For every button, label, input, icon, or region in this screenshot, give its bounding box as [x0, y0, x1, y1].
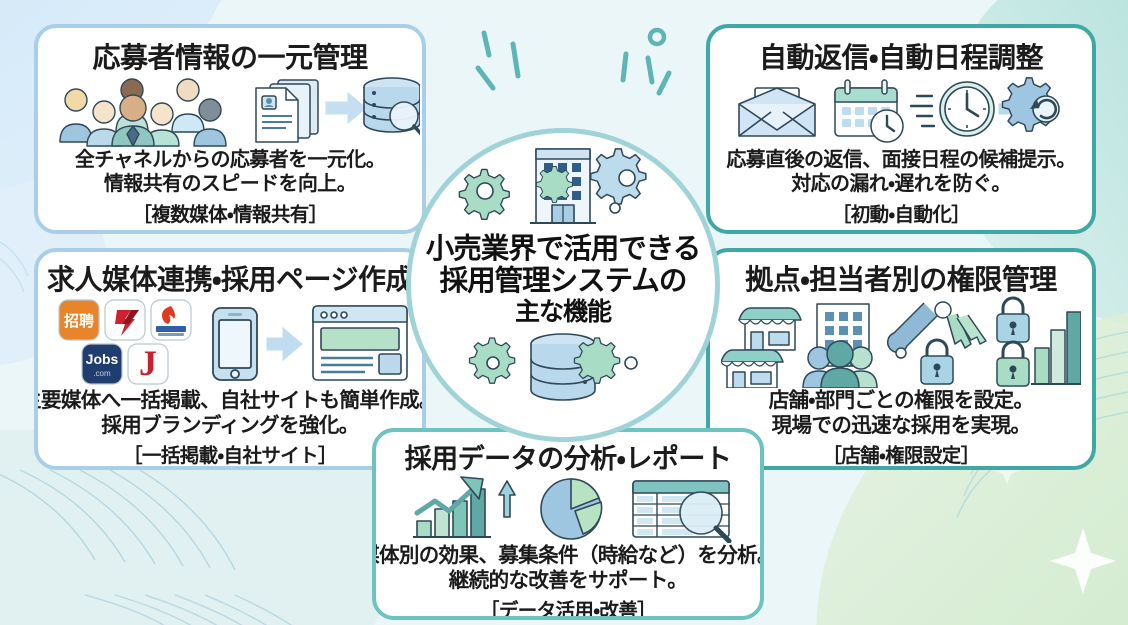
- center-title: 小売業界で活用できる 採用管理システムの 主な機能: [425, 233, 701, 326]
- card-applicants-title: 応募者情報の一元管理: [92, 42, 368, 73]
- card-media-integration-body-line2: 採用ブランディングを強化。: [101, 414, 359, 437]
- people-group-icon: [59, 78, 227, 147]
- card-permissions-icons: [710, 296, 1092, 388]
- card-media-integration-body: 主要媒体へ一括掲載、自社サイトも簡単作成。 採用ブランディングを強化。: [34, 388, 426, 438]
- card-auto-reply-icons: [710, 74, 1092, 148]
- arrow-right-icon: [266, 326, 303, 362]
- store-icon: [721, 349, 784, 388]
- calendar-clock-icon: [834, 79, 904, 143]
- card-media-integration-tag: ［一括掲載・自社サイト］: [123, 445, 338, 467]
- lock-icon: [996, 296, 1030, 343]
- circle-accent-icon: [647, 27, 667, 47]
- arrow-right-icon: [325, 91, 367, 125]
- people-icon: [802, 340, 878, 388]
- card-permissions-body: 店舗・部門ごとの権限を設定。 現場での迅速な採用を実現。: [769, 388, 1034, 438]
- center-title-line3: 主な機能: [514, 297, 612, 326]
- envelope-icon: [738, 87, 816, 137]
- store-icon: [738, 307, 802, 351]
- logo-label-0: 招聘: [64, 312, 94, 330]
- card-applicants-body: 全チャネルからの応募者を一元化。 情報共有のスピードを向上。: [74, 148, 386, 197]
- card-permissions-body-line2: 現場での迅速な採用を実現。: [771, 414, 1031, 437]
- sparkle-icon: [1050, 528, 1116, 594]
- gear-icon: [589, 148, 647, 205]
- card-report-tag: ［データ活用・改善］: [479, 600, 657, 620]
- card-auto-reply-body: 応募直後の返信、面接日程の候補提示。 対応の漏れ・遅れを防ぐ。: [726, 148, 1076, 197]
- card-media-integration-body-line1: 主要媒体へ一括掲載、自社サイトも簡単作成。: [34, 389, 426, 412]
- card-applicants-icons: [38, 74, 422, 148]
- card-media-integration-icons: 招聘 Jobs .com: [38, 296, 422, 388]
- logo-label-4: J: [139, 343, 157, 383]
- documents-icon: [255, 79, 319, 143]
- center-title-line1: 小売業界で活用できる: [425, 233, 701, 265]
- bar-chart-icon: [1031, 311, 1081, 385]
- card-applicants-body-line2: 情報共有のスピードを向上。: [103, 173, 357, 196]
- webpage-icon: [312, 305, 408, 381]
- card-permissions-body-line1: 店舗・部門ごとの権限を設定。: [768, 389, 1034, 412]
- gear-refresh-icon: [1001, 77, 1060, 132]
- center-top-icons: [448, 145, 678, 234]
- card-applicants-tag: ［複数媒体・情報共有］: [132, 203, 328, 226]
- job-site-logos: 招聘 Jobs .com: [58, 299, 192, 385]
- card-report-body-line2: 継続的な改善をサポート。: [448, 569, 688, 592]
- card-media-integration-title: 求人媒体連携・採用ページ作成: [47, 264, 413, 295]
- smartphone-icon: [212, 307, 258, 381]
- lock-icon: [996, 340, 1030, 387]
- center-bottom-icons: [463, 332, 663, 411]
- card-report-body: 媒体別の効果、募集条件（時給など）を分析。 継続的な改善をサポート。: [372, 543, 764, 593]
- pie-chart-icon: [540, 478, 603, 540]
- card-report-icons: [376, 475, 760, 543]
- card-applicants-body-line1: 全チャネルからの応募者を一元化。: [74, 149, 386, 171]
- card-auto-reply-tag: ［初動・自動化］: [831, 203, 971, 226]
- center-circle[interactable]: 小売業界で活用できる 採用管理システムの 主な機能: [406, 128, 720, 442]
- card-report[interactable]: 採用データの分析・レポート: [372, 428, 764, 620]
- gear-icon: [458, 168, 510, 220]
- fast-clock-icon: [909, 81, 995, 137]
- card-permissions-title: 拠点・担当者別の権限管理: [745, 264, 1057, 295]
- center-title-line2: 採用管理システムの: [439, 264, 688, 297]
- logo-label-3: Jobs: [86, 351, 119, 367]
- card-auto-reply-title: 自動返信・自動日程調整: [758, 42, 1044, 73]
- lock-icon: [920, 338, 954, 385]
- gear-icon: [573, 337, 638, 384]
- card-permissions[interactable]: 拠点・担当者別の権限管理: [706, 248, 1096, 470]
- growth-chart-icon: [413, 476, 516, 538]
- card-report-title: 採用データの分析・レポート: [404, 444, 732, 474]
- svg-text:.com: .com: [93, 369, 111, 378]
- card-permissions-tag: ［店舗・権限設定］: [822, 445, 980, 467]
- card-auto-reply-body-line2: 対応の漏れ・遅れを防ぐ。: [791, 173, 1011, 196]
- card-auto-reply-body-line1: 応募直後の返信、面接日程の候補提示。: [726, 149, 1076, 171]
- card-auto-reply[interactable]: 自動返信・自動日程調整: [706, 24, 1096, 234]
- card-applicants[interactable]: 応募者情報の一元管理: [34, 24, 426, 234]
- keys-icon: [887, 301, 987, 359]
- gear-icon: [468, 337, 516, 384]
- table-search-icon: [632, 480, 732, 543]
- database-search-icon: [363, 77, 420, 136]
- card-media-integration[interactable]: 求人媒体連携・採用ページ作成 招聘: [34, 248, 426, 470]
- card-report-body-line1: 媒体別の効果、募集条件（時給など）を分析。: [372, 544, 764, 567]
